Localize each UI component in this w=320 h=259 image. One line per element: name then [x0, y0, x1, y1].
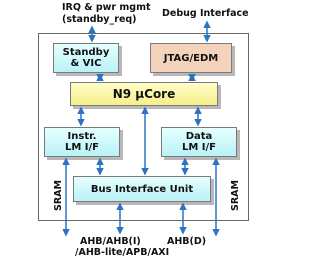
data-lm-if-block: Data LM I/F [161, 127, 237, 157]
block-diagram: IRQ & pwr mgmt (standby_req) Debug Inter… [38, 2, 249, 258]
irq-label-line2: (standby_req) [62, 14, 137, 25]
debug-interface-label: Debug Interface [162, 8, 249, 19]
instr-lm-if-line2: LM I/F [64, 142, 99, 153]
data-lm-if-line1: Data [185, 131, 213, 142]
core-boundary [38, 33, 249, 221]
jtag-edm-label: JTAG/EDM [163, 52, 219, 64]
bus-interface-unit-block: Bus Interface Unit [73, 176, 211, 202]
n9-ucore-label: N9 µCore [112, 86, 176, 101]
irq-label-line1: IRQ & pwr mgmt [62, 2, 151, 13]
standby-vic-block: Standby & VIC [53, 43, 119, 73]
standby-vic-line1: Standby [62, 47, 110, 58]
data-lm-if-line2: LM I/F [181, 142, 216, 153]
ahb-d-label: AHB(D) [167, 236, 207, 247]
instr-lm-if-line1: Instr. [67, 131, 97, 142]
n9-ucore-block: N9 µCore [70, 82, 218, 106]
instr-lm-if-block: Instr. LM I/F [44, 127, 120, 157]
jtag-edm-block: JTAG/EDM [150, 43, 232, 73]
ahb-bus-label-line1: AHB/AHB(I) [80, 236, 141, 247]
ahb-bus-label-line2: /AHB-lite/APB/AXI [75, 247, 170, 258]
standby-vic-line2: & VIC [70, 58, 102, 69]
connection-arrows [62, 20, 220, 237]
bus-interface-unit-label: Bus Interface Unit [90, 183, 194, 195]
